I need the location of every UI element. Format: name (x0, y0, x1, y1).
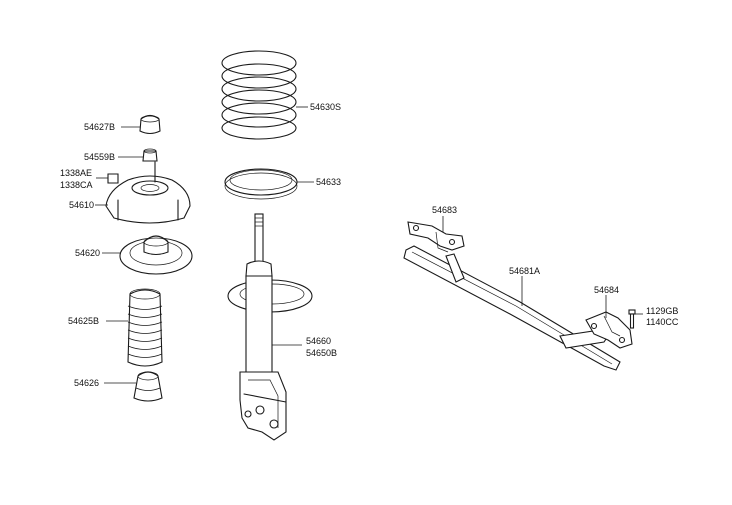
bumper-boot-54625b (106, 288, 163, 367)
label-54627b: 54627B (84, 122, 115, 132)
label-54633: 54633 (316, 177, 341, 187)
label-54681a: 54681A (509, 266, 540, 276)
label-1338ae: 1338AE (60, 168, 92, 178)
stabilizer-bar-54681a (403, 245, 621, 371)
label-54610: 54610 (69, 200, 94, 210)
label-54684: 54684 (594, 285, 619, 295)
label-1129gb: 1129GB (646, 306, 678, 316)
coil-spring-54630s (221, 50, 308, 140)
label-54620: 54620 (75, 248, 100, 258)
nut-54559b (118, 148, 158, 162)
bump-stopper-54626 (104, 371, 163, 402)
label-54683: 54683 (432, 205, 457, 215)
label-54660: 54660 (306, 336, 331, 346)
spring-pad-54633 (224, 168, 314, 200)
bolt-1129gb (628, 309, 643, 329)
label-1338ca: 1338CA (60, 180, 93, 190)
strut-assembly-54660 (227, 213, 313, 441)
label-54626: 54626 (74, 378, 99, 388)
bracket-54683 (407, 216, 465, 253)
cap-54627b (121, 114, 161, 135)
label-54650b: 54650B (306, 348, 337, 358)
strut-mount-54610 (95, 161, 191, 224)
spring-seat-54620 (102, 235, 193, 275)
bracket-54684 (585, 295, 633, 349)
label-54559b: 54559B (84, 152, 115, 162)
nut-1338 (96, 173, 119, 184)
label-1140cc: 1140CC (646, 317, 679, 327)
label-54630s: 54630S (310, 102, 341, 112)
label-54625b: 54625B (68, 316, 99, 326)
